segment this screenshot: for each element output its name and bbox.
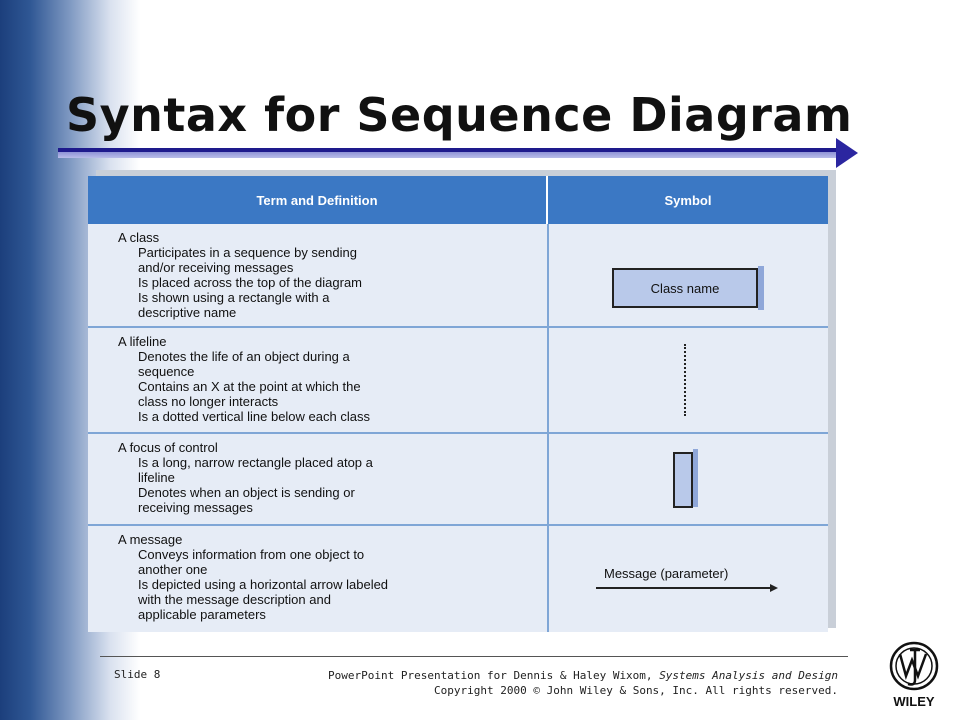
slide-number: Slide 8 — [114, 668, 161, 681]
message-arrow-line — [596, 587, 772, 589]
wiley-logo-icon: WILEY — [889, 641, 939, 709]
table-row-message: A message Conveys information from one o… — [88, 526, 828, 632]
title-underline-bar — [58, 148, 842, 158]
definition-line: Denotes when an object is sending or — [138, 485, 355, 500]
term-cell: A message Conveys information from one o… — [118, 532, 388, 622]
syntax-table: Term and Definition Symbol A class Parti… — [88, 176, 828, 632]
class-symbol: Class name — [612, 268, 758, 308]
footer-line-2: Copyright 2000 © John Wiley & Sons, Inc.… — [434, 684, 838, 697]
definition-line: lifeline — [138, 470, 175, 485]
header-term-definition: Term and Definition — [88, 176, 548, 224]
table-row-lifeline: A lifeline Denotes the life of an object… — [88, 328, 828, 434]
message-label: Message (parameter) — [604, 566, 729, 581]
definition-line: class no longer interacts — [138, 394, 279, 409]
definition-line: and/or receiving messages — [138, 260, 294, 275]
definition-line: Is a dotted vertical line below each cla… — [138, 409, 370, 424]
term-cell: A focus of control Is a long, narrow rec… — [118, 440, 373, 515]
footer-line-1: PowerPoint Presentation for Dennis & Hal… — [328, 668, 838, 683]
footer-book-title: Systems Analysis and Design — [659, 669, 838, 682]
definition-line: descriptive name — [138, 305, 237, 320]
definition-line: Is a long, narrow rectangle placed atop … — [138, 455, 373, 470]
message-arrow-head-icon — [770, 584, 778, 592]
term-cell: A lifeline Denotes the life of an object… — [118, 334, 370, 424]
definition-line: Conveys information from one object to — [138, 547, 365, 562]
term-name: A lifeline — [118, 334, 167, 349]
term-cell: A class Participates in a sequence by se… — [118, 230, 362, 320]
class-symbol-shadow — [758, 266, 764, 310]
definition-line: Is placed across the top of the diagram — [138, 275, 363, 290]
definition-line: Is depicted using a horizontal arrow lab… — [138, 577, 389, 592]
footer-divider — [100, 656, 848, 657]
definition-line: Participates in a sequence by sending — [138, 245, 357, 260]
slide-title: Syntax for Sequence Diagram — [66, 88, 853, 142]
column-separator — [547, 328, 549, 432]
term-name: A focus of control — [118, 440, 218, 455]
definition-line: Contains an X at the point at which the — [138, 379, 361, 394]
table-row-class: A class Participates in a sequence by se… — [88, 224, 828, 328]
header-symbol: Symbol — [548, 176, 828, 224]
wiley-logo-text: WILEY — [893, 694, 934, 709]
focus-of-control-symbol — [673, 452, 693, 508]
term-name: A message — [118, 532, 183, 547]
definition-line: receiving messages — [138, 500, 253, 515]
lifeline-symbol — [684, 344, 686, 416]
column-separator — [547, 526, 549, 632]
definition-line: Denotes the life of an object during a — [138, 349, 350, 364]
definition-line: with the message description and — [138, 592, 331, 607]
definition-line: Is shown using a rectangle with a — [138, 290, 330, 305]
focus-symbol-shadow — [693, 449, 698, 507]
column-separator — [547, 434, 549, 524]
title-arrow-icon — [836, 138, 858, 168]
definition-line: sequence — [138, 364, 195, 379]
term-name: A class — [118, 230, 160, 245]
footer-credits: PowerPoint Presentation for Dennis & Hal… — [328, 668, 838, 698]
footer-prefix: PowerPoint Presentation for Dennis & Hal… — [328, 669, 660, 682]
definition-line: applicable parameters — [138, 607, 266, 622]
column-separator — [547, 224, 549, 326]
definition-line: another one — [138, 562, 208, 577]
table-row-focus-of-control: A focus of control Is a long, narrow rec… — [88, 434, 828, 526]
